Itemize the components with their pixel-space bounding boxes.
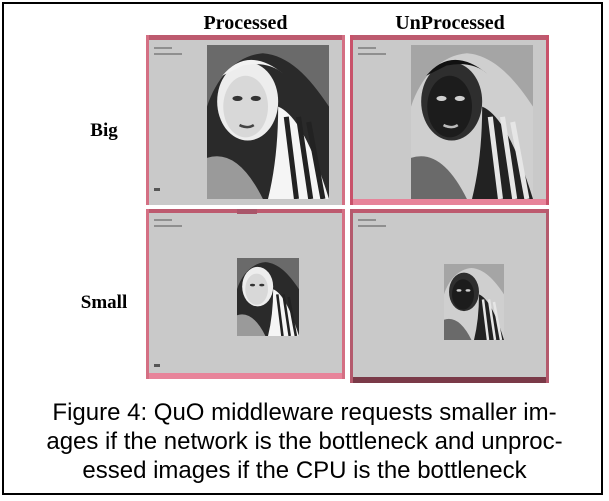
window-text-line	[358, 47, 376, 49]
screenshot-small-processed	[146, 209, 345, 379]
window-bottom-bar	[353, 377, 546, 383]
column-header-unprocessed: UnProcessed	[395, 12, 505, 34]
window-text-line	[154, 225, 182, 227]
window-bottom-bar	[353, 199, 546, 205]
figure-caption: Figure 4: QuO middleware requests smalle…	[14, 398, 595, 485]
caption-line: essed images if the CPU is the bottlenec…	[82, 457, 527, 484]
window-text-line	[154, 53, 182, 55]
window-text-line	[154, 219, 172, 221]
window-text-line	[154, 47, 172, 49]
window-text-line	[358, 219, 376, 221]
window-bottom-bar	[149, 373, 342, 379]
column-header-processed: Processed	[203, 12, 288, 34]
window-title-bar	[353, 209, 546, 213]
window-text-line	[358, 53, 386, 55]
portrait-photo-processed-big	[207, 45, 329, 199]
window-text-line	[358, 225, 386, 227]
portrait-photo-unprocessed-small	[444, 264, 504, 340]
caption-line: ages if the network is the bottleneck an…	[46, 428, 563, 455]
window-title-bar	[353, 35, 546, 40]
window-title-tab	[237, 209, 257, 214]
portrait-photo-processed-small	[237, 258, 299, 336]
screenshot-big-unprocessed	[350, 35, 549, 205]
window-corner-mark	[154, 188, 160, 191]
portrait-photo-unprocessed-big	[411, 45, 533, 199]
row-header-big: Big	[90, 120, 118, 141]
figure-frame: Processed UnProcessed Big Small	[2, 2, 603, 495]
window-corner-mark	[154, 364, 160, 367]
caption-line: Figure 4: QuO middleware requests smalle…	[52, 399, 557, 426]
screenshot-big-processed	[146, 35, 345, 205]
screenshot-small-unprocessed	[350, 209, 549, 383]
window-title-bar	[149, 35, 342, 40]
row-header-small: Small	[80, 292, 128, 313]
